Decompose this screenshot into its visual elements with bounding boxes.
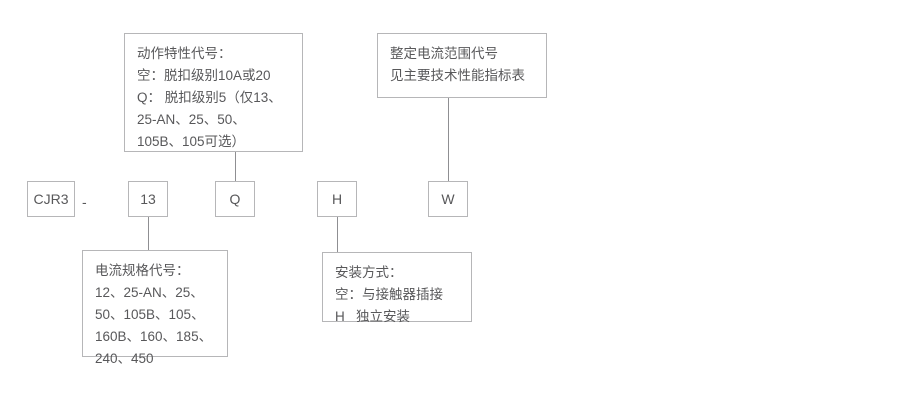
note-action-characteristic: 动作特性代号： 空：脱扣级别10A或20 Q： 脱扣级别5（仅13、25-AN、… (124, 33, 303, 152)
note-mounting-method: 安装方式： 空：与接触器插接 H 独立安装 (322, 252, 472, 324)
code-segment-action-characteristic: Q (215, 181, 255, 217)
code-segment-setting-range: W (428, 181, 468, 217)
code-segment-series: CJR3 (27, 181, 75, 217)
connector-setting-range-to-w (448, 98, 449, 181)
note-setting-current-range: 整定电流范围代号 见主要技术性能指标表 (377, 33, 547, 98)
note-current-spec: 电流规格代号： 12、25-AN、25、50、105B、105、160B、160… (82, 250, 228, 366)
connector-action-characteristic-to-q (235, 152, 236, 181)
code-segment-mounting: H (317, 181, 357, 217)
connector-mounting-to-note (337, 217, 338, 252)
code-separator-dash: - (82, 194, 87, 210)
code-segment-current-rating: 13 (128, 181, 168, 217)
connector-current-rating-to-note (148, 217, 149, 250)
